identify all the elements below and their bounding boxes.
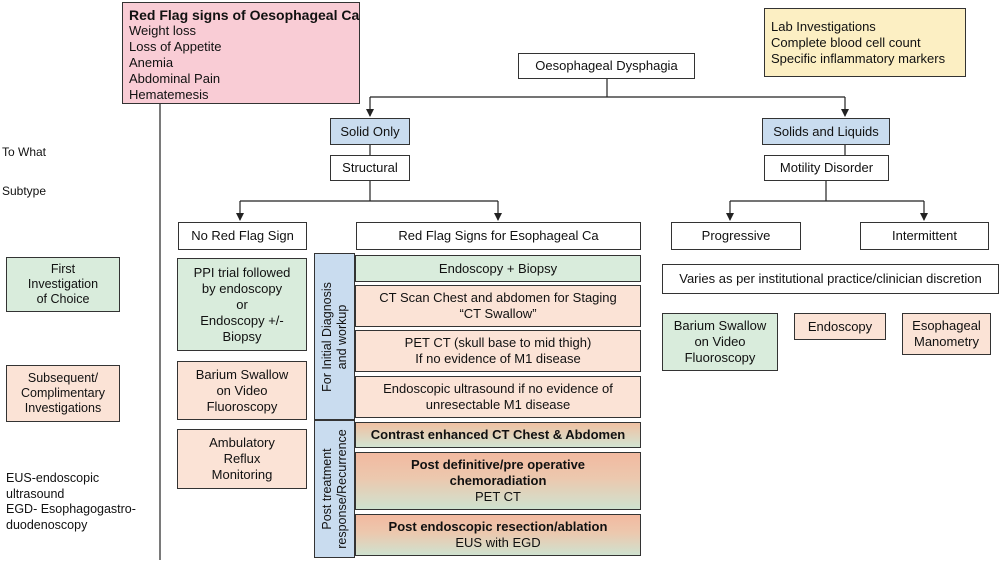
endoscopy-biopsy-box: Endoscopy + Biopsy	[355, 255, 641, 282]
ppi-trial-box: PPI trial followed by endoscopy or Endos…	[177, 258, 307, 351]
esophageal-manometry-box: Esophageal Manometry	[902, 313, 991, 355]
red-flag-item: Weight loss	[129, 23, 196, 38]
ct-scan-box: CT Scan Chest and abdomen for Staging “C…	[355, 285, 641, 327]
lab-investigations-box: Lab Investigations Complete blood cell c…	[764, 8, 966, 77]
label-subtype: Subtype	[2, 184, 47, 198]
post-definitive-box: Post definitive/pre operative chemoradia…	[355, 452, 641, 510]
solids-and-liquids-box: Solids and Liquids	[762, 118, 890, 145]
red-flags-title: Red Flag signs of Oesophageal Ca	[129, 7, 360, 23]
first-investigation-label: First Investigation of Choice	[6, 257, 120, 312]
endoscopic-ultrasound-box: Endoscopic ultrasound if no evidence of …	[355, 376, 641, 418]
initial-diagnosis-vertical-label: For Initial Diagnosis and workup	[314, 253, 355, 420]
post-treatment-vertical-label: Post treatment response/Recurrence	[314, 420, 355, 558]
structural-box: Structural	[330, 155, 410, 181]
pet-ct-box: PET CT (skull base to mid thigh) If no e…	[355, 330, 641, 372]
progressive-box: Progressive	[671, 222, 801, 250]
ambulatory-reflux-box: Ambulatory Reflux Monitoring	[177, 429, 307, 489]
solid-only-box: Solid Only	[330, 118, 410, 145]
red-flags-box: Red Flag signs of Oesophageal Ca Weight …	[122, 2, 360, 104]
motility-disorder-box: Motility Disorder	[764, 155, 889, 181]
abbreviations-note: EUS-endoscopic ultrasound EGD- Esophagog…	[6, 471, 136, 532]
barium-swallow-box: Barium Swallow on Video Fluoroscopy	[177, 361, 307, 420]
root-oesophageal-dysphagia: Oesophageal Dysphagia	[518, 53, 695, 79]
varies-practice-box: Varies as per institutional practice/cli…	[662, 264, 999, 294]
contrast-ct-box: Contrast enhanced CT Chest & Abdomen	[355, 422, 641, 448]
subsequent-investigations-label: Subsequent/ Complimentary Investigations	[6, 365, 120, 422]
intermittent-box: Intermittent	[860, 222, 989, 250]
endoscopy-motility-box: Endoscopy	[794, 313, 886, 340]
red-flag-item: Loss of Appetite	[129, 39, 222, 54]
red-flag-item: Hematemesis	[129, 87, 209, 102]
no-red-flag-box: No Red Flag Sign	[178, 222, 307, 250]
barium-swallow-motility-box: Barium Swallow on Video Fluoroscopy	[662, 313, 778, 371]
lab-line: Complete blood cell count	[771, 34, 921, 50]
red-flag-item: Abdominal Pain	[129, 71, 221, 86]
post-endoscopic-box: Post endoscopic resection/ablation EUS w…	[355, 514, 641, 556]
label-to-what: To What	[2, 145, 47, 159]
red-flag-signs-box: Red Flag Signs for Esophageal Ca	[356, 222, 641, 250]
lab-line: Lab Investigations	[771, 18, 876, 34]
red-flag-item: Anemia	[129, 55, 174, 70]
lab-line: Specific inflammatory markers	[771, 50, 946, 66]
